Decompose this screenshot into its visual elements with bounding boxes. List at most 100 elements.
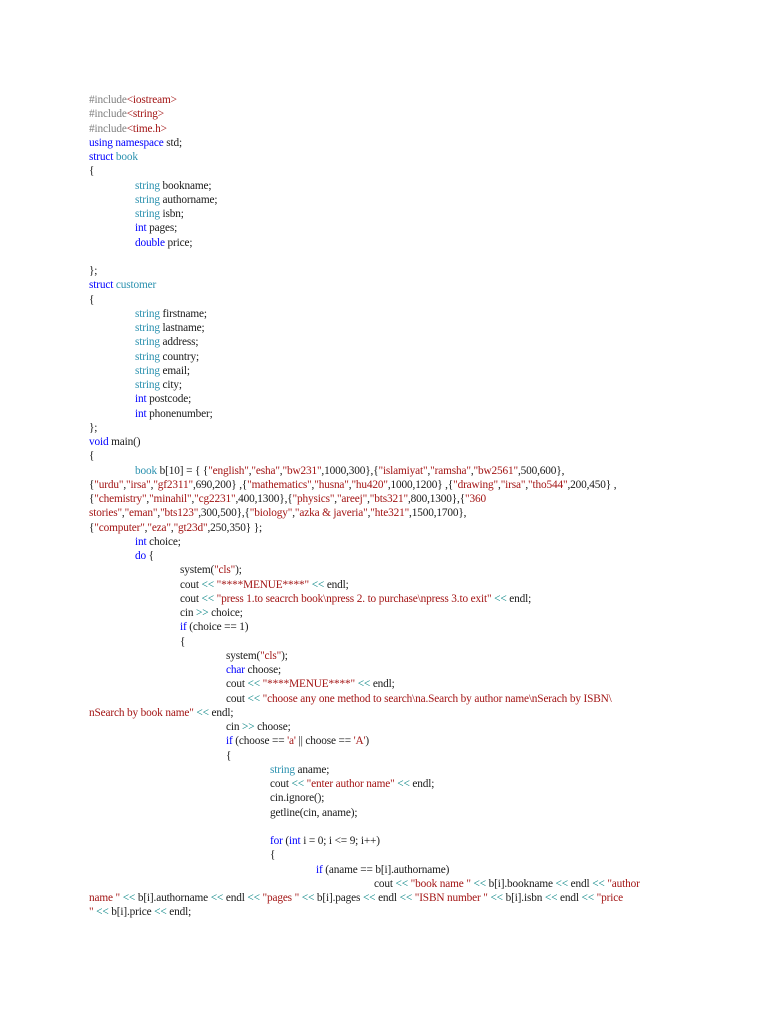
code-line: { bbox=[89, 635, 689, 649]
code-text-token: choose; bbox=[244, 664, 282, 676]
code-line: struct book bbox=[89, 150, 689, 164]
code-text-token: endl; bbox=[409, 778, 435, 790]
code-line: name " << b[i].authorname << endl << "pa… bbox=[89, 891, 689, 905]
string-literal-token: "price bbox=[596, 892, 623, 904]
code-text-token: b[i].pages bbox=[314, 892, 363, 904]
code-line: {"chemistry","minahil","cg2231",400,1300… bbox=[89, 492, 689, 506]
code-text-token: b[i].price bbox=[108, 906, 155, 919]
code-text-token: endl; bbox=[166, 906, 192, 919]
operator-token: << bbox=[473, 877, 487, 890]
string-literal-token: "cls" bbox=[214, 564, 236, 577]
code-line: #include<time.h> bbox=[89, 122, 689, 136]
code-text-token: endl bbox=[375, 892, 400, 904]
code-line: nSearch by book name" << endl; bbox=[89, 706, 689, 720]
code-text-token: , bbox=[470, 464, 474, 477]
operator-token: << bbox=[210, 892, 224, 904]
include-path-token: <time.h> bbox=[126, 122, 167, 135]
code-text-token: ,400,1300},{ bbox=[235, 493, 293, 505]
code-text-token: , bbox=[150, 478, 154, 491]
code-line: string firstname; bbox=[89, 307, 689, 321]
code-text-token: ,1500,1700}, bbox=[409, 507, 467, 520]
keyword-token: do bbox=[135, 550, 146, 562]
code-text-token: , bbox=[311, 478, 315, 491]
code-text-token: , bbox=[427, 464, 431, 477]
code-text-token: cout bbox=[270, 778, 292, 790]
code-text-token: , bbox=[498, 478, 501, 491]
code-text-token: , bbox=[348, 478, 352, 491]
string-literal-token: "360 bbox=[465, 493, 486, 505]
operator-token: << bbox=[592, 877, 605, 890]
code-line: string email; bbox=[89, 364, 689, 378]
code-text-token: pages; bbox=[146, 222, 178, 235]
string-literal-token: nSearch by book name" bbox=[89, 706, 194, 719]
code-text-token: ,300,500},{ bbox=[198, 507, 250, 520]
string-literal-token: "irsa" bbox=[126, 478, 151, 491]
string-literal-token: "gf2311" bbox=[153, 478, 193, 491]
type-token: string bbox=[135, 307, 160, 320]
string-literal-token: "enter author name" bbox=[306, 778, 395, 790]
code-text-token: endl bbox=[223, 892, 248, 904]
code-text-token: { bbox=[89, 478, 95, 491]
operator-token: << bbox=[397, 778, 410, 790]
code-line: book b[10] = { {"english","esha","bw231"… bbox=[89, 464, 689, 478]
code-text-token: ); bbox=[235, 564, 242, 577]
code-text-token: lastname; bbox=[159, 322, 205, 334]
code-text-token: { bbox=[270, 849, 276, 862]
code-text-token: city; bbox=[159, 379, 182, 391]
code-text-token: (choice == 1) bbox=[186, 621, 249, 634]
code-text-token: , bbox=[170, 521, 174, 534]
code-text-token: authorname; bbox=[159, 193, 218, 206]
operator-token: << bbox=[247, 678, 261, 691]
string-literal-token: "press 1.to seacrch book\npress 2. to pu… bbox=[216, 592, 492, 605]
code-line: do { bbox=[89, 549, 689, 563]
code-text-token: std; bbox=[163, 136, 183, 149]
code-line: system("cls"); bbox=[89, 649, 689, 663]
code-text-token: b[i].authorname bbox=[135, 892, 211, 904]
string-literal-token: "cg2231" bbox=[194, 493, 236, 505]
keyword-token: if bbox=[316, 863, 323, 876]
code-text-token: ,500,600}, bbox=[517, 464, 565, 477]
code-line: }; bbox=[89, 421, 689, 435]
keyword-token: void bbox=[89, 436, 109, 448]
code-line: cout << "choose any one method to search… bbox=[89, 692, 689, 706]
operator-token: << bbox=[201, 592, 215, 605]
type-token: customer bbox=[115, 279, 157, 292]
string-literal-token: "eman" bbox=[124, 507, 158, 520]
type-token: string bbox=[135, 336, 160, 349]
keyword-token: int bbox=[135, 407, 147, 420]
string-literal-token: 'A' bbox=[353, 735, 366, 748]
type-token: string bbox=[135, 193, 160, 206]
operator-token: << bbox=[247, 892, 260, 904]
keyword-token: struct bbox=[89, 151, 114, 163]
string-literal-token: "bw2561" bbox=[473, 464, 519, 477]
code-line: cout << "enter author name" << endl; bbox=[89, 777, 689, 791]
code-text-token: getline(cin, aname); bbox=[270, 806, 358, 819]
code-line: cin >> choice; bbox=[89, 606, 689, 620]
code-line: if (aname == b[i].authorname) bbox=[89, 863, 689, 877]
string-literal-token: "book name " bbox=[410, 877, 471, 890]
code-text-token: ( bbox=[282, 835, 290, 847]
code-line: system("cls"); bbox=[89, 563, 689, 577]
code-text-token: , bbox=[367, 493, 370, 505]
include-path-token: <string> bbox=[126, 108, 164, 121]
code-text-token: b[i].isbn bbox=[502, 892, 545, 904]
string-literal-token: "drawing" bbox=[453, 478, 499, 491]
code-line: int choice; bbox=[89, 535, 689, 549]
code-text-token: , bbox=[248, 464, 252, 477]
code-line: { bbox=[89, 293, 689, 307]
string-literal-token: "azka & javeria" bbox=[294, 507, 368, 520]
keyword-token: for bbox=[270, 835, 283, 847]
string-literal-token: "eza" bbox=[147, 521, 171, 534]
code-line: double price; bbox=[89, 236, 689, 250]
code-text-token: { bbox=[89, 493, 95, 505]
code-line: cout << "****MENUE****" << endl; bbox=[89, 578, 689, 592]
code-text-token: cin bbox=[226, 721, 243, 733]
code-text-token: (choose == bbox=[232, 735, 288, 748]
code-text-token: endl; bbox=[324, 578, 349, 591]
code-text-token: b[i].bookname bbox=[485, 877, 556, 890]
code-line: if (choose == 'a' || choose == 'A') bbox=[89, 734, 689, 748]
code-line: if (choice == 1) bbox=[89, 620, 689, 634]
code-text-token: cout bbox=[226, 692, 248, 705]
type-token: string bbox=[135, 208, 160, 220]
